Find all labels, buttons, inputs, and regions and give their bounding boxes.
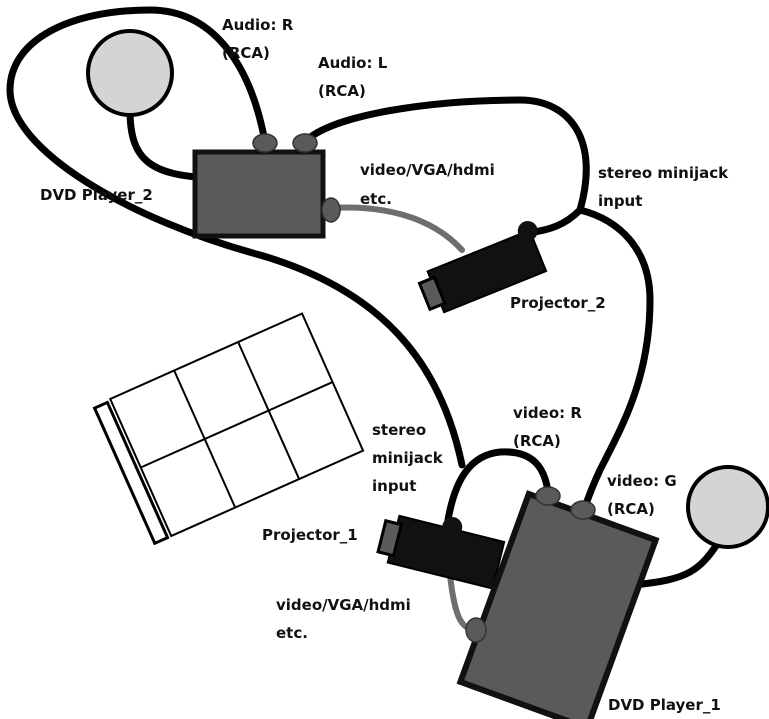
stereo-minijack-bottom-label: stereo minijack input [372,421,448,495]
cable-speaker-1 [628,536,724,589]
video-out-jack-1 [465,617,487,643]
dvd-player-1-device [456,490,660,719]
projection-screen [92,312,365,546]
audio-l-jack [292,133,318,153]
dvd-player-1-label: DVD Player_1 [608,696,721,714]
video-cable-top [327,204,465,253]
video-out-jack-2 [321,197,341,223]
cable-long-loop [6,6,466,469]
cables [6,6,724,633]
speaker-top-left [86,29,174,117]
audio-r-label: Audio: R (RCA) [222,16,298,62]
video-vga-top-label: video/VGA/hdmi etc. [360,161,500,208]
video-g-label: video: G (RCA) [607,472,682,518]
video-r-jack [535,486,561,506]
audio-r-jack [252,133,278,153]
projector-2-device [417,220,548,314]
video-vga-bottom-label: video/VGA/hdmi etc. [276,596,416,642]
audio-l-label: Audio: L (RCA) [318,54,393,100]
dvd-player-2-device [192,133,341,239]
cable-speaker-2 [126,106,214,182]
cable-to-video-g [576,206,654,514]
stereo-minijack-top-label: stereo minijack input [598,164,733,210]
speaker-bottom-right [686,465,769,549]
projector-2-label: Projector_2 [510,294,606,312]
cable-audio-l [301,96,590,237]
video-r-label: video: R (RCA) [513,404,587,450]
dvd-player-2-label: DVD Player_2 [40,186,153,204]
projector-1-device [376,514,506,590]
cable-to-video-r [444,448,552,524]
video-g-jack [570,500,596,520]
projector-1-label: Projector_1 [262,526,358,544]
